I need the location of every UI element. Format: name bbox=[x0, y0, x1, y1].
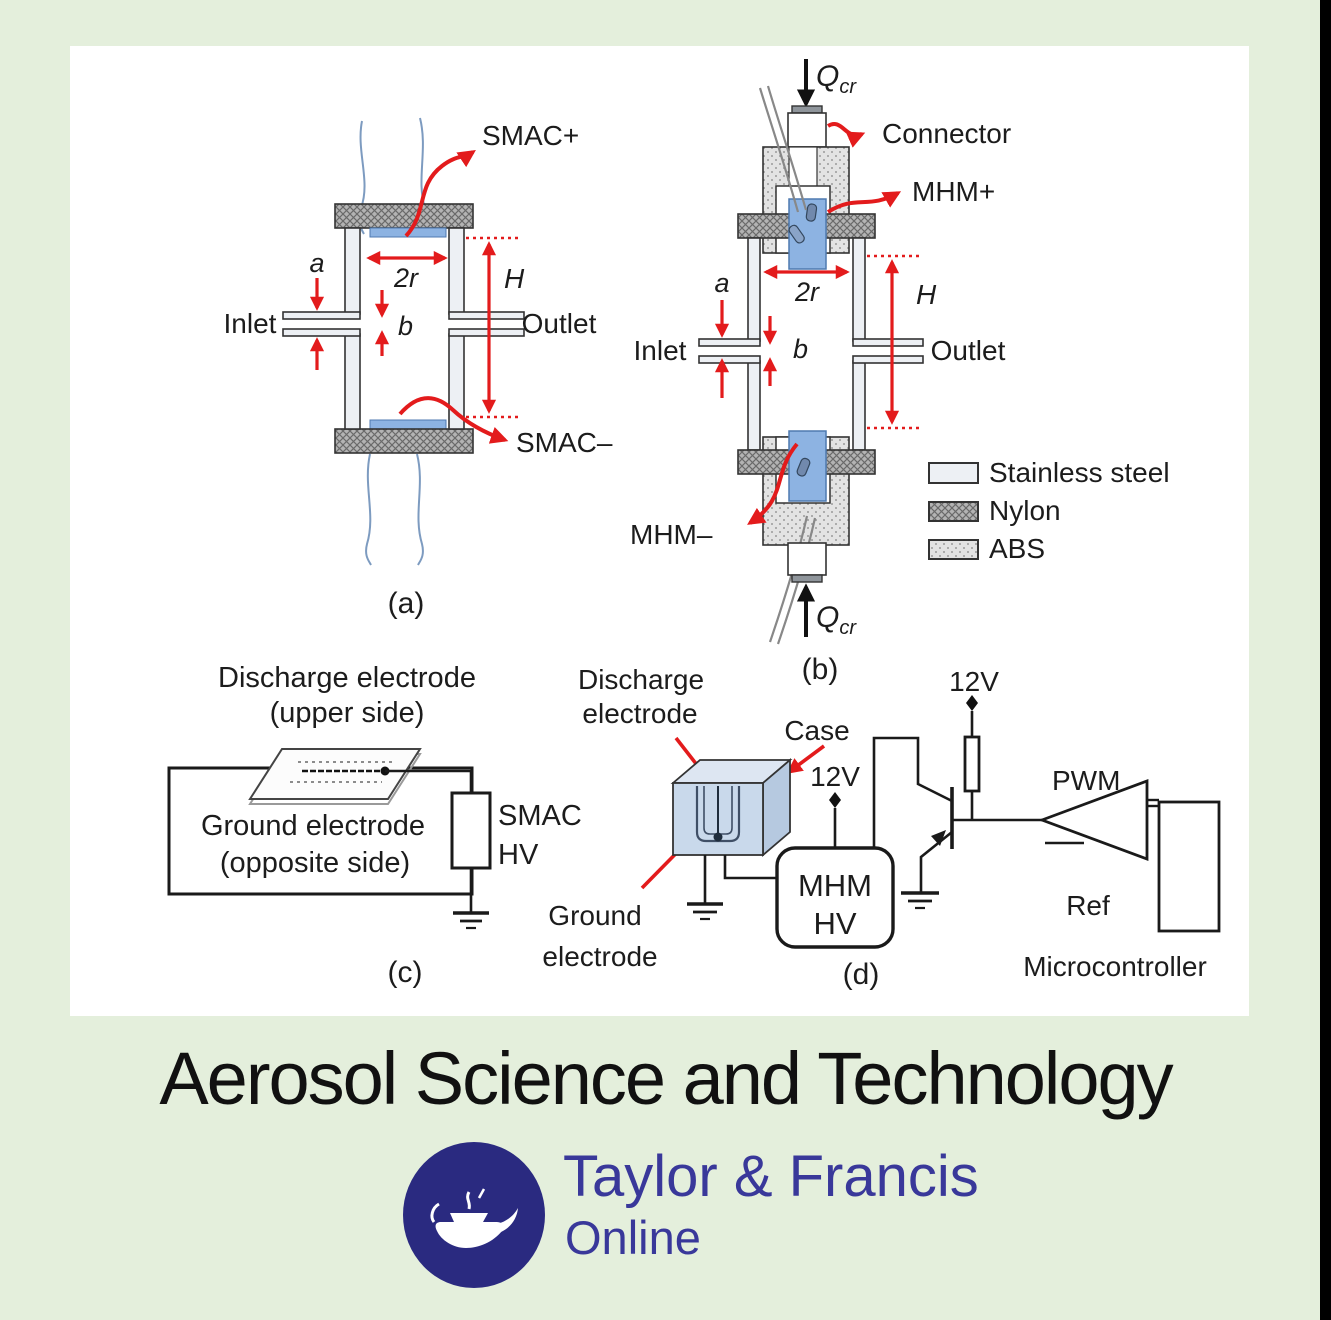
wires-top-icon bbox=[758, 85, 808, 213]
smac-minus-label: SMAC– bbox=[516, 427, 613, 458]
microcontroller-label: Microcontroller bbox=[1023, 951, 1207, 982]
journal-title: Aerosol Science and Technology bbox=[159, 1037, 1173, 1120]
mhm-hv-label-2: HV bbox=[813, 906, 856, 941]
material-legend: Stainless steel Nylon ABS bbox=[928, 457, 1170, 564]
callout-arrows bbox=[398, 150, 509, 444]
wire-mhm-to-collector bbox=[872, 736, 953, 848]
logo-sub-text: Online bbox=[565, 1211, 701, 1264]
inlet-label: Inlet bbox=[224, 308, 277, 339]
electrode-bits-top bbox=[788, 203, 818, 244]
inlet-label-b: Inlet bbox=[634, 335, 687, 366]
discharge-plate bbox=[248, 748, 422, 805]
discharge-label-d-2: electrode bbox=[582, 698, 697, 729]
ground-electrode-label-1: Ground electrode bbox=[201, 810, 425, 842]
ground-label-d-1: Ground bbox=[548, 900, 641, 931]
wire-cube-to-mhm bbox=[723, 855, 777, 880]
dim-a-label: a bbox=[309, 248, 324, 278]
caption-a: (a) bbox=[388, 587, 425, 620]
callout-arrows-b bbox=[747, 122, 902, 525]
logo-brand-text: Taylor & Francis bbox=[563, 1144, 979, 1209]
outlet-label: Outlet bbox=[522, 308, 597, 339]
smac-hv-label-2: HV bbox=[498, 839, 539, 871]
caption-c: (c) bbox=[388, 956, 423, 989]
figure-panel: SMAC+ SMAC– Inlet Outlet a b 2r H (a) Qc… bbox=[70, 46, 1249, 1016]
ref-label: Ref bbox=[1066, 890, 1110, 921]
nylon-cap-top bbox=[334, 203, 474, 229]
smac-plus-label: SMAC+ bbox=[482, 120, 579, 151]
ground-electrode-label-2: (opposite side) bbox=[220, 847, 410, 879]
ground-label-d-2: electrode bbox=[542, 941, 657, 972]
mhm-hv-label-1: MHM bbox=[798, 868, 872, 903]
caption-b: (b) bbox=[802, 653, 839, 686]
pwm-line bbox=[1147, 798, 1159, 808]
v12-top-node bbox=[966, 695, 978, 711]
panel-d: Discharge electrode Case bbox=[542, 664, 1221, 991]
legend-label-nylon: Nylon bbox=[989, 495, 1061, 526]
connector-cap-top bbox=[791, 105, 823, 114]
dim-b-label-b: b bbox=[793, 334, 808, 364]
dim-h-label: H bbox=[504, 263, 525, 294]
connector-body-bottom bbox=[787, 542, 827, 576]
dimension-arrows bbox=[309, 236, 518, 419]
logo-circle bbox=[403, 1142, 545, 1288]
right-black-bar bbox=[1320, 0, 1331, 1320]
steel-walls-b bbox=[698, 237, 924, 451]
case-label: Case bbox=[784, 715, 849, 746]
mhm-hv-box bbox=[775, 846, 895, 949]
dim-b-label: b bbox=[398, 311, 413, 341]
ground-symbol-emitter bbox=[901, 891, 939, 910]
panel-a: SMAC+ SMAC– Inlet Outlet a b 2r H (a) bbox=[224, 117, 613, 620]
emitter-arrowhead bbox=[931, 830, 946, 846]
outlet-label-b: Outlet bbox=[931, 335, 1006, 366]
opamp-triangle bbox=[1037, 778, 1149, 862]
taylor-francis-logo: Taylor & Francis Online bbox=[403, 1140, 1163, 1290]
qcr-bottom-label: Qcr bbox=[816, 601, 857, 639]
ground-symbol-cube bbox=[687, 902, 723, 921]
dim-2r-label: 2r bbox=[393, 263, 419, 293]
dim-a-label-b: a bbox=[714, 268, 729, 298]
smac-hv-box bbox=[450, 791, 492, 870]
legend-swatch-abs bbox=[928, 539, 979, 560]
ground-symbol-c bbox=[453, 911, 489, 930]
dim-2r-label-b: 2r bbox=[794, 277, 820, 307]
dim-h-label-b: H bbox=[916, 279, 937, 310]
wire-plate-to-hv bbox=[385, 769, 473, 793]
electrode-bits-bottom bbox=[796, 457, 811, 477]
discharge-label-d-1: Discharge bbox=[578, 664, 704, 695]
discharge-upper-label-2: (upper side) bbox=[270, 697, 425, 729]
caption-d: (d) bbox=[843, 958, 880, 991]
oil-lamp-icon bbox=[430, 1188, 518, 1248]
v12-top-label: 12V bbox=[949, 666, 999, 697]
panel-b: Qcr bbox=[630, 59, 1170, 686]
smac-hv-label-1: SMAC bbox=[498, 800, 582, 832]
mhm-plus-label: MHM+ bbox=[912, 176, 995, 207]
nylon-cap-bottom bbox=[334, 428, 474, 454]
resistor bbox=[963, 735, 981, 793]
legend-swatch-stainless bbox=[928, 462, 979, 484]
legend-swatch-nylon bbox=[928, 501, 979, 522]
panel-c: Discharge electrode (upper side) Ground … bbox=[167, 662, 582, 989]
smac-electrode-bottom bbox=[369, 419, 447, 430]
v12-left-label: 12V bbox=[810, 761, 860, 792]
pwm-label: PWM bbox=[1052, 765, 1120, 796]
tubing-lines-icon bbox=[358, 117, 427, 566]
microcontroller-box bbox=[1157, 800, 1221, 933]
legend-label-abs: ABS bbox=[989, 533, 1045, 564]
electrode-case-cube bbox=[670, 758, 793, 857]
figure-diagram: SMAC+ SMAC– Inlet Outlet a b 2r H (a) Qc… bbox=[167, 59, 1221, 991]
connector-body-top bbox=[787, 112, 827, 148]
qcr-top-label: Qcr bbox=[816, 60, 857, 98]
legend-label-stainless: Stainless steel bbox=[989, 457, 1170, 488]
connector-label: Connector bbox=[882, 118, 1011, 149]
dimension-arrows-b bbox=[714, 254, 922, 430]
discharge-upper-label-1: Discharge electrode bbox=[218, 662, 476, 694]
connector-cap-bottom bbox=[791, 574, 823, 583]
v12-left-node bbox=[829, 792, 841, 808]
mhm-minus-label: MHM– bbox=[630, 519, 713, 550]
